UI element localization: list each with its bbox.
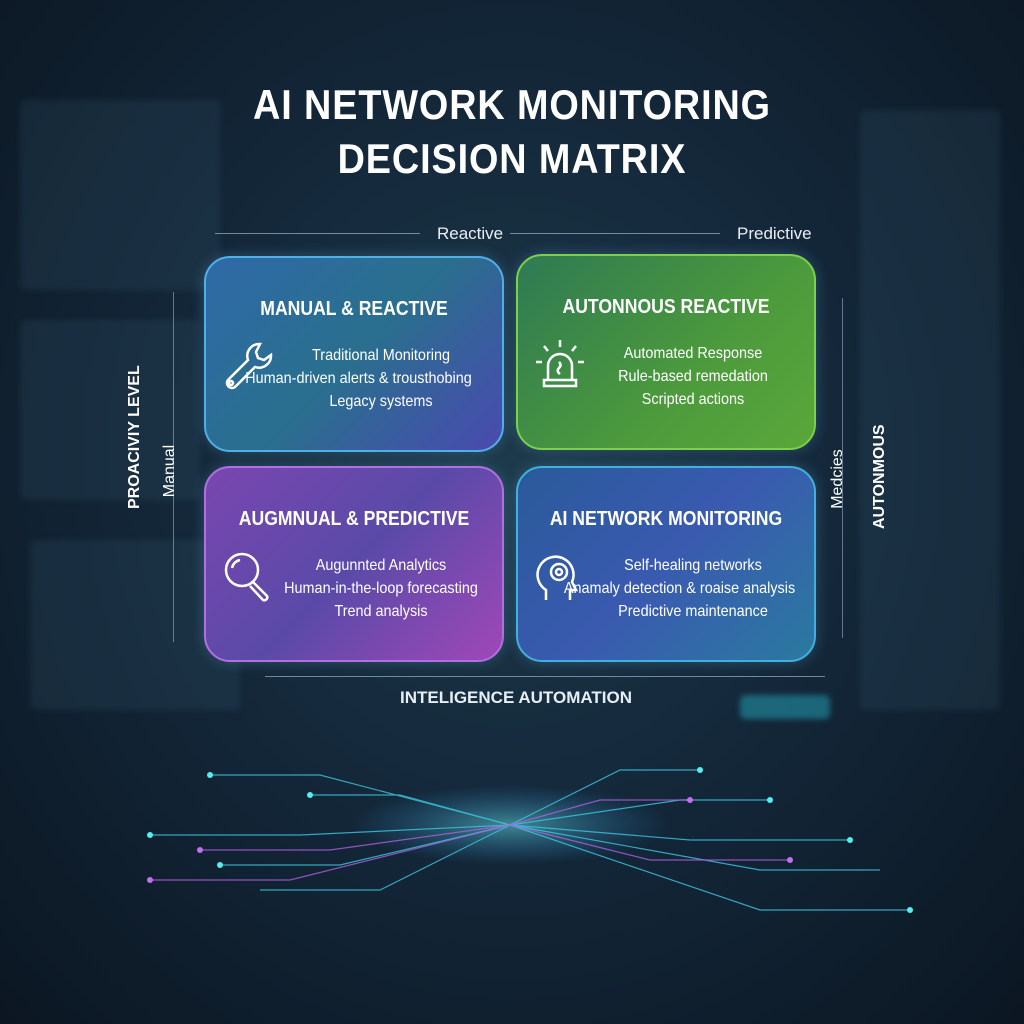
quadrant-line: Human-in-the-loop forecasting: [284, 580, 478, 597]
quadrant-line: Anamaly detection & roaise analysis: [563, 580, 796, 597]
right-axis-line: [842, 298, 843, 638]
title-line-1: AI NETWORK MONITORING: [253, 81, 771, 128]
quadrant-line: Scripted actions: [641, 391, 745, 408]
page-title: AI NETWORK MONITORING DECISION MATRIX: [51, 78, 973, 186]
axis-label-manual: Manual: [161, 444, 178, 498]
bg-bar: [740, 695, 830, 719]
bg-panel-right: [860, 110, 1000, 710]
quadrant-line: Automated Response: [623, 345, 763, 362]
brain-head-icon: [536, 555, 579, 600]
axis-label-bottom: INTELIGENCE AUTOMATION: [400, 688, 633, 707]
quadrant-line: Augunnted Analytics: [315, 557, 447, 574]
quadrant-title: AI NETWORK MONITORING: [549, 508, 783, 530]
quadrant-title: AUGMNUAL & PREDICTIVE: [238, 508, 470, 530]
axis-label-proactivity: PROACIVIY LEVEL: [126, 365, 143, 509]
quadrant-title: AUTONNOUS REACTIVE: [562, 296, 770, 318]
bg-panel-left-mid: [20, 320, 200, 500]
quadrant-line: Traditional Monitoring: [312, 347, 450, 364]
quadrant-line: Self-healing networks: [624, 557, 762, 574]
quadrant-line: Human-driven alerts & trousthobing: [245, 370, 472, 387]
wrench-icon: [225, 342, 273, 390]
bottom-axis-line: [265, 676, 825, 677]
title-line-2: DECISION MATRIX: [337, 135, 687, 182]
network-circuit-graphic: [147, 767, 913, 913]
quadrant-line: Rule-based remedation: [618, 368, 768, 385]
alarm-light-icon: [536, 340, 584, 388]
magnifier-icon: [224, 552, 269, 602]
axis-label-reactive: Reactive: [437, 224, 504, 243]
quadrant-manual-reactive: MANUAL & REACTIVE Traditional Monitoring…: [204, 256, 504, 452]
axis-label-medcies: Medcies: [829, 449, 846, 509]
axis-label-predictive: Predictive: [737, 224, 812, 243]
quadrant-ai-network-monitoring: AI NETWORK MONITORING Self-healing netwo…: [516, 466, 816, 662]
left-axis-line: [173, 292, 174, 642]
top-axis-line-left: [215, 233, 420, 234]
axis-label-autonomous: AUTONMOUS: [871, 424, 888, 529]
quadrant-line: Predictive maintenance: [618, 603, 768, 620]
quadrant-line: Trend analysis: [334, 603, 428, 620]
quadrant-augmented-predictive: AUGMNUAL & PREDICTIVE Augunnted Analytic…: [204, 466, 504, 662]
top-axis-line-right: [510, 233, 720, 234]
quadrant-title: MANUAL & REACTIVE: [260, 298, 448, 320]
quadrant-line: Legacy systems: [329, 393, 433, 410]
bg-panel-left-top: [20, 100, 220, 290]
